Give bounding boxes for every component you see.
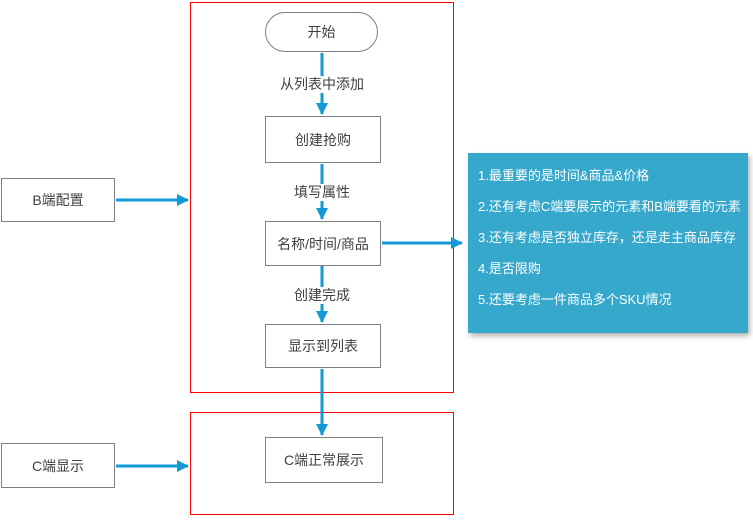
- c-side-normal-display-node[interactable]: C端正常展示: [265, 437, 383, 483]
- start-node[interactable]: 开始: [265, 12, 378, 52]
- create-flash-sale-node[interactable]: 创建抢购: [265, 116, 381, 163]
- edge-label-add-from-list: 从列表中添加: [277, 76, 367, 93]
- b-side-config-node[interactable]: B端配置: [1, 178, 115, 222]
- edge-label-fill-attributes: 填写属性: [291, 184, 353, 201]
- note-line: 3.还有考虑是否独立库存，还是走主商品库存: [478, 230, 736, 245]
- note-line: 4.是否限购: [478, 261, 541, 276]
- create-flash-sale-label: 创建抢购: [295, 131, 351, 148]
- c-side-display-label: C端显示: [31, 457, 85, 474]
- show-in-list-node[interactable]: 显示到列表: [265, 324, 381, 368]
- name-time-product-node[interactable]: 名称/时间/商品: [265, 221, 381, 266]
- c-side-display-node[interactable]: C端显示: [1, 443, 115, 488]
- note-line: 2.还有考虑C端要展示的元素和B端要看的元素: [478, 199, 741, 214]
- name-time-product-label: 名称/时间/商品: [277, 235, 369, 252]
- note-line: 1.最重要的是时间&商品&价格: [478, 168, 650, 183]
- c-side-normal-display-label: C端正常展示: [283, 452, 365, 468]
- show-in-list-label: 显示到列表: [288, 338, 358, 354]
- start-node-label: 开始: [307, 24, 336, 40]
- b-side-config-label: B端配置: [32, 192, 84, 208]
- annotation-note[interactable]: 1.最重要的是时间&商品&价格 2.还有考虑C端要展示的元素和B端要看的元素 3…: [468, 153, 748, 333]
- note-line: 5.还要考虑一件商品多个SKU情况: [478, 292, 672, 307]
- edge-label-creation-done: 创建完成: [291, 287, 353, 304]
